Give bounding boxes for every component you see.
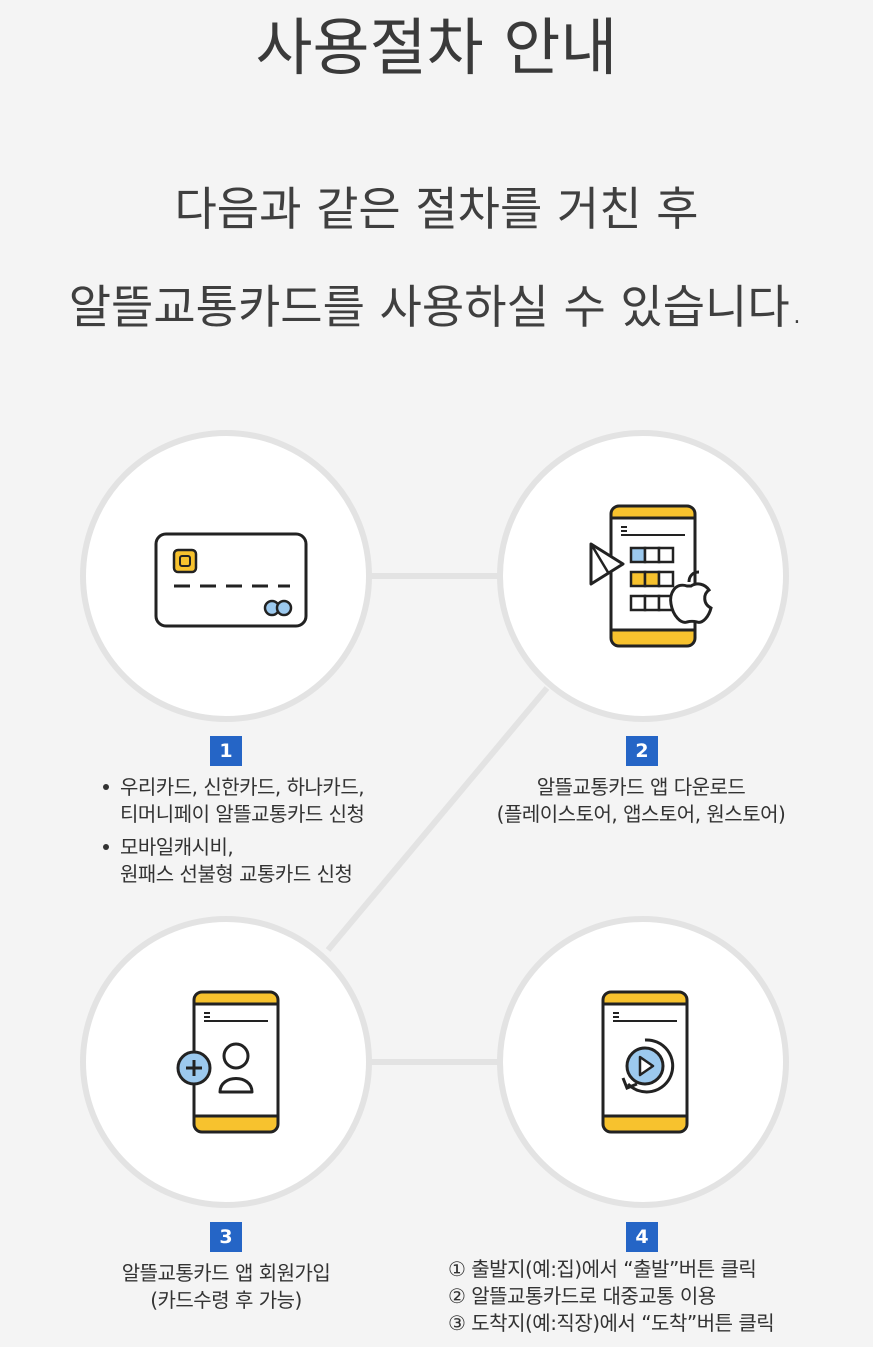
subtitle-line-1: 다음과 같은 절차를 거친 후: [174, 182, 699, 236]
step-3-description: 알뜰교통카드 앱 회원가입 (카드수령 후 가능): [121, 1261, 331, 1312]
step-4-number: 4: [626, 1222, 658, 1252]
member-signup-icon: [176, 990, 280, 1134]
credit-card-icon: [154, 532, 308, 628]
step-3-number: 3: [210, 1222, 242, 1252]
step-1-bullet-2: 모바일캐시비, 원패스 선불형 교통카드 신청: [100, 834, 420, 888]
step-2-number: 2: [626, 736, 658, 766]
step-1-bullet-1: 우리카드, 신한카드, 하나카드, 티머니페이 알뜰교통카드 신청: [100, 774, 420, 828]
app-download-icon: [589, 504, 713, 648]
step-1-number: 1: [210, 736, 242, 766]
step-1-circle: [80, 430, 372, 722]
page-title: 사용절차 안내: [255, 11, 618, 84]
subtitle-line-2: 알뜰교통카드를 사용하실 수 있습니다.: [68, 280, 805, 334]
page-subtitle: 다음과 같은 절차를 거친 후 알뜰교통카드를 사용하실 수 있습니다.: [0, 160, 873, 356]
step-4-circle: [497, 916, 789, 1208]
step-2-description: 알뜰교통카드 앱 다운로드 (플레이스토어, 앱스토어, 원스토어): [496, 775, 786, 826]
step-1-description: 우리카드, 신한카드, 하나카드, 티머니페이 알뜰교통카드 신청 모바일캐시비…: [100, 774, 420, 894]
step-2-circle: [497, 430, 789, 722]
step-3-circle: [80, 916, 372, 1208]
step-4-description: ① 출발지(예:집)에서 “출발”버튼 클릭 ② 알뜰교통카드로 대중교통 이용…: [448, 1257, 775, 1335]
start-button-icon: [601, 990, 689, 1134]
connector-2-3: [325, 686, 550, 952]
